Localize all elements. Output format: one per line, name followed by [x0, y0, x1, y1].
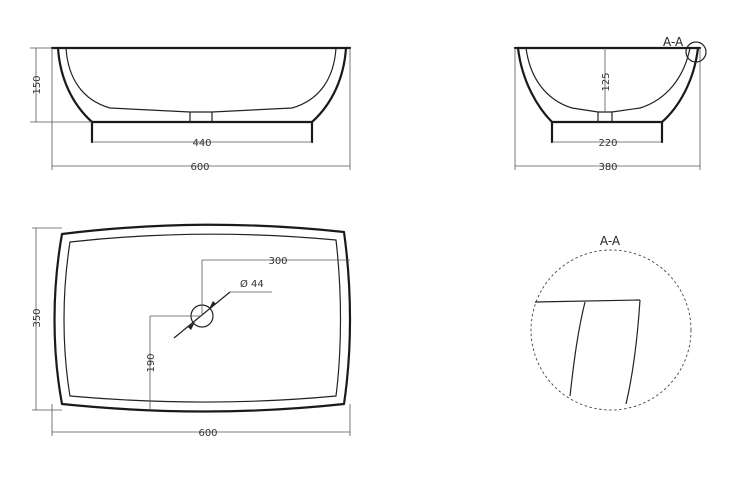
drain-height-dimension: 190 — [146, 353, 157, 372]
front-height-dimension: 150 — [32, 75, 43, 94]
detail-rim-line — [534, 299, 641, 303]
front-view-drain — [189, 112, 213, 122]
detail-view-boundary — [530, 249, 692, 411]
side-depth-dimension: 125 — [601, 72, 612, 91]
drain-diameter-dimension: Ø 44 — [240, 278, 264, 290]
side-bottom-dimension: 220 — [598, 138, 617, 149]
drain-offset-dimension: 300 — [268, 256, 287, 267]
detail-view-title: A-A — [600, 234, 621, 248]
detail-outer-wall — [625, 299, 641, 405]
side-view: A-A 125 220 380 — [513, 35, 707, 173]
side-view-basin-outer — [516, 46, 700, 124]
front-view: 150 440 600 — [30, 46, 352, 173]
front-view-basin-inner — [65, 47, 337, 113]
top-view-inner-contour — [63, 233, 342, 403]
detail-view: A-A — [530, 234, 692, 411]
top-width-dimension: 600 — [198, 428, 217, 439]
detail-inner-wall — [569, 301, 586, 397]
front-view-basin-outer — [56, 46, 348, 124]
section-marker-label: A-A — [663, 35, 684, 49]
side-view-drain — [597, 112, 613, 122]
section-marker-circle — [685, 41, 707, 63]
top-depth-dimension: 350 — [32, 308, 43, 327]
top-view: 300 Ø 44 190 350 600 — [32, 223, 352, 439]
front-bottom-dimension: 440 — [192, 138, 211, 149]
top-view-outer-contour — [53, 223, 352, 413]
front-view-base — [90, 120, 314, 144]
side-width-dimension: 380 — [598, 162, 617, 173]
front-width-dimension: 600 — [190, 162, 209, 173]
side-view-base — [550, 120, 664, 144]
